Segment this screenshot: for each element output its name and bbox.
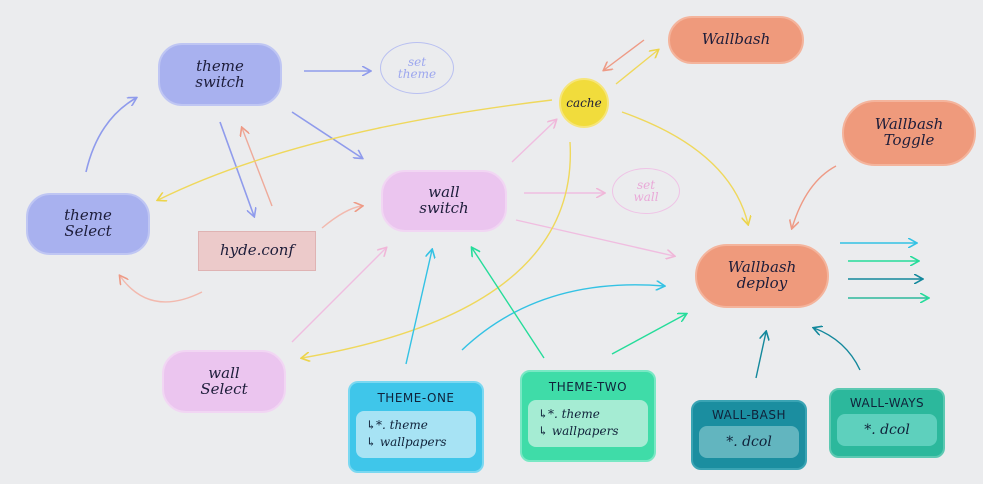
edge-theme-switch-to-wall-switch bbox=[291, 111, 362, 158]
edge-theme-two-to-wall-switch bbox=[472, 248, 545, 359]
card-wall-bash: WALL-BASH *. dcol bbox=[691, 400, 807, 470]
edge-theme-one-to-wallbash-deploy bbox=[461, 285, 664, 351]
card-theme-one-title: THEME-ONE bbox=[377, 391, 455, 405]
card-wall-bash-title: WALL-BASH bbox=[711, 408, 787, 422]
edge-theme-two-to-wallbash-deploy bbox=[611, 314, 686, 355]
node-wallbash-deploy: Wallbash deploy bbox=[695, 244, 829, 308]
edge-cache-to-wallbash-deploy bbox=[621, 111, 748, 224]
card-wall-ways-line-1: *. dcol bbox=[864, 422, 910, 438]
edge-wall-switch-to-cache bbox=[511, 120, 556, 163]
card-wall-ways-title: WALL-WAYS bbox=[849, 396, 925, 410]
edge-wall-ways-to-deploy bbox=[814, 328, 861, 371]
node-wallbash-label: Wallbash bbox=[701, 30, 771, 49]
node-wall-switch: wall switch bbox=[381, 170, 507, 232]
edge-cache-to-theme-select bbox=[158, 99, 553, 200]
node-wall-switch-label: wall switch bbox=[419, 183, 469, 217]
node-wallbash-toggle: Wallbash Toggle bbox=[842, 100, 976, 166]
node-cache: cache bbox=[559, 78, 609, 128]
edge-wallbash-toggle-to-deploy bbox=[792, 165, 837, 228]
node-theme-switch-label: theme switch bbox=[195, 56, 245, 91]
edge-wallbash-to-cache bbox=[604, 39, 645, 70]
edge-wall-bash-to-deploy bbox=[755, 332, 766, 379]
card-theme-two-body: ↳*. theme ↳ wallpapers bbox=[528, 400, 648, 447]
card-theme-two-line-2: ↳ wallpapers bbox=[538, 424, 619, 439]
edge-hyde-conf-to-theme-select bbox=[120, 276, 203, 303]
edge-cache-to-wallbash bbox=[615, 50, 658, 85]
edge-hyde-conf-to-theme-switch bbox=[242, 128, 273, 207]
node-wallbash-deploy-label: Wallbash deploy bbox=[727, 258, 797, 292]
card-theme-one-body: ↳*. theme ↳ wallpapers bbox=[356, 411, 476, 458]
edge-wall-switch-to-wallbash-deploy bbox=[515, 219, 674, 256]
node-wallbash: Wallbash bbox=[668, 16, 804, 64]
card-wall-bash-body: *. dcol bbox=[699, 426, 799, 459]
note-set-theme-label: set theme bbox=[397, 55, 437, 81]
node-cache-label: cache bbox=[566, 95, 602, 110]
card-theme-one-line-2: ↳ wallpapers bbox=[366, 435, 447, 450]
card-theme-two: THEME-TWO ↳*. theme ↳ wallpapers bbox=[520, 370, 656, 462]
node-wallbash-toggle-label: Wallbash Toggle bbox=[874, 115, 944, 149]
note-set-wall-label: set wall bbox=[633, 178, 659, 204]
node-theme-select-label: theme Select bbox=[64, 206, 112, 240]
edge-theme-select-to-theme-switch bbox=[85, 98, 136, 173]
note-set-wall: set wall bbox=[612, 168, 680, 214]
card-theme-one-line-1: ↳*. theme bbox=[366, 418, 428, 432]
card-wall-bash-line-1: *. dcol bbox=[726, 434, 772, 450]
edge-theme-one-to-wall-switch bbox=[405, 250, 432, 365]
card-theme-two-line-1: ↳*. theme bbox=[538, 407, 600, 421]
edge-hyde-conf-to-wall-switch bbox=[321, 206, 362, 229]
edge-wall-select-to-wall-switch bbox=[291, 248, 386, 343]
card-theme-two-title: THEME-TWO bbox=[548, 380, 628, 394]
node-theme-switch: theme switch bbox=[158, 43, 282, 106]
node-hyde-conf: hyde.conf bbox=[198, 231, 316, 271]
card-wall-ways-body: *. dcol bbox=[837, 414, 937, 447]
note-set-theme: set theme bbox=[380, 42, 454, 94]
card-theme-one: THEME-ONE ↳*. theme ↳ wallpapers bbox=[348, 381, 484, 473]
node-wall-select: wall Select bbox=[162, 350, 286, 413]
edge-cache-to-wall-select bbox=[302, 141, 571, 358]
card-wall-ways: WALL-WAYS *. dcol bbox=[829, 388, 945, 458]
node-theme-select: theme Select bbox=[26, 193, 150, 255]
node-hyde-conf-label: hyde.conf bbox=[219, 241, 295, 260]
edge-theme-switch-to-hyde-conf bbox=[219, 121, 254, 216]
node-wall-select-label: wall Select bbox=[200, 363, 248, 398]
